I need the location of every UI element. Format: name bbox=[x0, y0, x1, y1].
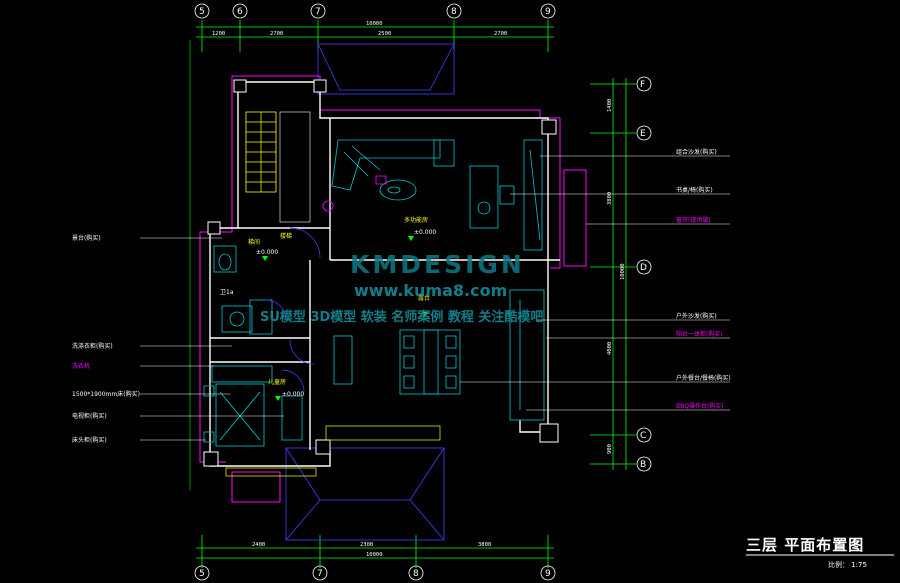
watermark-brand: KMDESIGN bbox=[350, 250, 525, 279]
dim-bottom-total: 10000 bbox=[366, 552, 383, 558]
dim-top-1: 1200 bbox=[212, 31, 225, 37]
right-axis-bubbles bbox=[636, 76, 652, 472]
right-label-6: BBQ操作台(购买) bbox=[676, 402, 724, 410]
axis-label-B: B bbox=[640, 460, 646, 470]
right-label-0: 组合沙发(购买) bbox=[676, 148, 717, 156]
multi-room-chair-magenta bbox=[322, 175, 387, 212]
dim-bottom-3: 3800 bbox=[478, 542, 491, 548]
right-label-4: 阳台一体柜(购买) bbox=[676, 330, 723, 338]
column-blocks bbox=[203, 79, 559, 467]
right-label-1: 书桌/椅(购买) bbox=[676, 186, 713, 194]
room-label-kids: 儿童房 bbox=[268, 378, 286, 386]
right-label-5: 户外餐台/餐椅(购买) bbox=[676, 374, 731, 382]
dim-top-total: 10000 bbox=[366, 21, 383, 27]
dim-right-total: 10000 bbox=[620, 263, 626, 280]
door-swings bbox=[265, 227, 321, 393]
left-label-4: 电视柜(购买) bbox=[72, 412, 107, 420]
axis-label-F: F bbox=[640, 80, 645, 90]
room-level-kids: ±0.000 bbox=[282, 391, 304, 398]
dim-top-4: 2700 bbox=[494, 31, 507, 37]
axis-label-top-7: 7 bbox=[315, 7, 321, 17]
room-label-hall: 梯间 bbox=[248, 238, 260, 246]
dim-right-3: 4000 bbox=[607, 342, 613, 355]
left-leaders bbox=[140, 237, 284, 441]
axis-label-E: E bbox=[640, 129, 646, 139]
bottom-axis-bubbles bbox=[194, 565, 556, 581]
level-markers bbox=[262, 236, 428, 401]
terrace-furniture bbox=[333, 289, 545, 421]
dim-right-1: 1400 bbox=[607, 99, 613, 112]
right-label-2: 窗帘(现场做) bbox=[676, 216, 711, 224]
right-axis-grid bbox=[590, 78, 636, 470]
dim-bottom-1: 2400 bbox=[252, 542, 265, 548]
multi-room-furniture bbox=[331, 139, 543, 251]
axis-label-C: C bbox=[640, 431, 646, 441]
top-axis-bubbles bbox=[194, 3, 556, 19]
drawing-scale: 比例： 1:75 bbox=[828, 561, 867, 569]
top-axis-grid bbox=[196, 20, 554, 52]
dim-top-2: 2700 bbox=[270, 31, 283, 37]
exterior-walls bbox=[209, 81, 560, 467]
bathroom-fixtures bbox=[213, 245, 273, 335]
drawing-title: 三层 平面布置图 bbox=[746, 536, 865, 554]
title-block: 三层 平面布置图 比例： 1:75 bbox=[744, 534, 894, 578]
left-label-3: 1500*1900mm床(购买) bbox=[72, 390, 140, 398]
left-label-0: 景台(购买) bbox=[72, 234, 101, 242]
axis-label-top-8: 8 bbox=[451, 7, 457, 17]
watermark-url: www.kuma8.com bbox=[354, 281, 508, 300]
dim-bottom-2: 2300 bbox=[360, 542, 373, 548]
axis-label-bottom-8: 8 bbox=[413, 569, 419, 579]
dim-right-4: 900 bbox=[607, 444, 613, 454]
axis-label-bottom-7: 7 bbox=[317, 569, 323, 579]
right-label-3: 户外沙发(购买) bbox=[676, 312, 717, 320]
dim-top-3: 2500 bbox=[378, 31, 391, 37]
stair bbox=[245, 111, 311, 223]
left-label-1: 洗涤衣柜(购买) bbox=[72, 342, 113, 350]
bottom-axis-grid bbox=[196, 535, 554, 568]
left-label-5: 床头柜(购买) bbox=[72, 436, 107, 444]
kids-room-furniture bbox=[203, 365, 303, 447]
axis-label-bottom-9: 9 bbox=[545, 569, 551, 579]
axis-label-top-6: 6 bbox=[237, 7, 243, 17]
room-label-terrace: 露台 bbox=[418, 294, 430, 302]
room-label-stair: 楼梯 bbox=[280, 232, 292, 240]
axis-label-bottom-5: 5 bbox=[199, 569, 205, 579]
left-label-2: 洗衣机 bbox=[72, 362, 90, 370]
room-level-multi: ±0.000 bbox=[414, 229, 436, 236]
roof-outlines bbox=[285, 43, 455, 541]
right-leaders bbox=[460, 155, 730, 411]
dim-right-2: 3800 bbox=[607, 192, 613, 205]
watermark-slogan: SU模型 3D模型 软装 名师案例 教程 关注酷模吧 bbox=[260, 310, 544, 325]
room-label-multi: 多功能房 bbox=[404, 216, 428, 224]
axis-label-D: D bbox=[640, 263, 647, 273]
terrace-railing-hatch bbox=[225, 425, 441, 477]
room-level-hall: ±0.000 bbox=[256, 249, 278, 256]
axis-label-top-9: 9 bbox=[545, 7, 551, 17]
room-label-bath: 卫1a bbox=[220, 289, 234, 296]
axis-label-top-5: 5 bbox=[199, 7, 205, 17]
